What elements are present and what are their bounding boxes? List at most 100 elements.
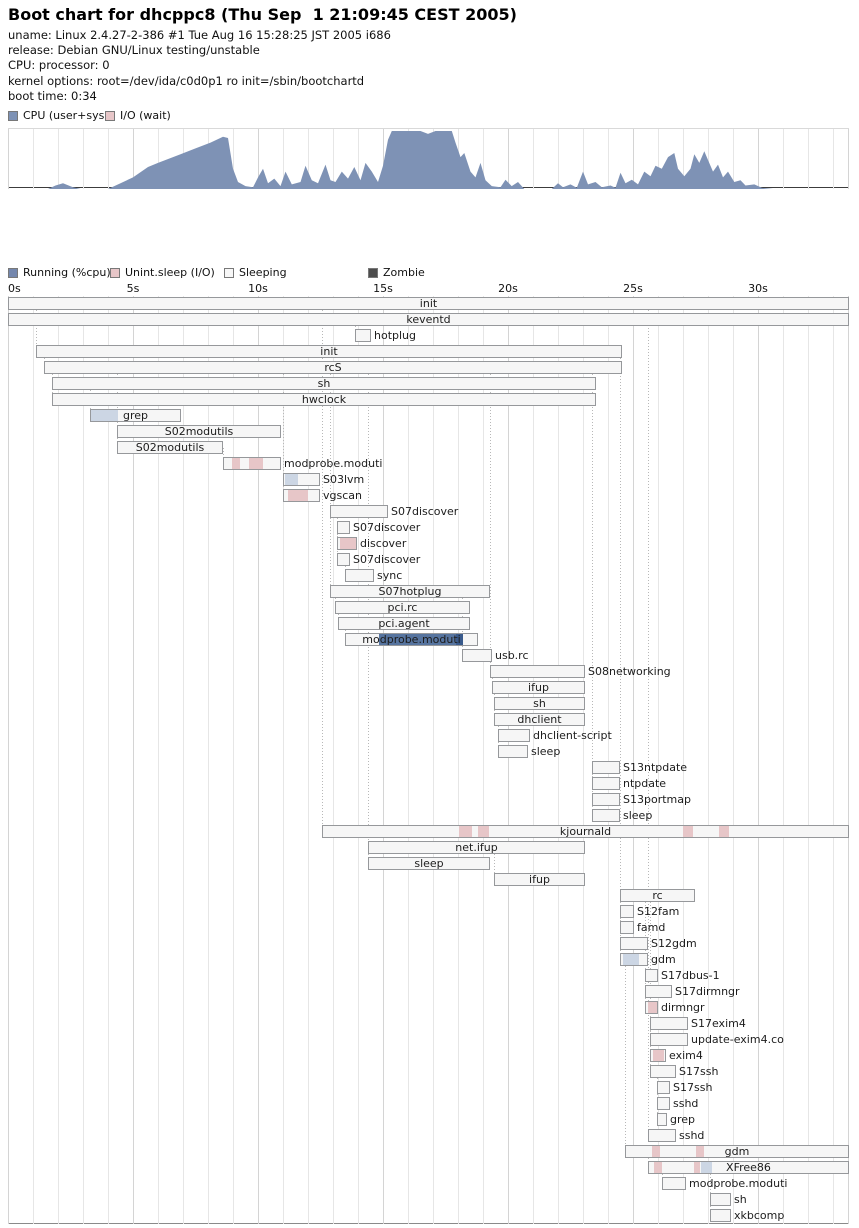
process-bar-segment xyxy=(459,826,472,838)
process-row: modprobe.moduti xyxy=(8,632,849,648)
process-label: S02modutils xyxy=(164,425,234,439)
process-bar xyxy=(650,1033,688,1047)
system-info-line: CPU: processor: 0 xyxy=(8,58,110,73)
process-row: grep xyxy=(8,1112,849,1128)
system-info-line: kernel options: root=/dev/ida/c0d0p1 ro … xyxy=(8,73,365,88)
process-label: dhclient-script xyxy=(533,729,612,743)
process-row: S03lvm xyxy=(8,472,849,488)
process-row: S17ssh xyxy=(8,1064,849,1080)
legend-item: Unint.sleep (I/O) xyxy=(110,266,215,279)
gantt-grid-svg xyxy=(8,296,849,1225)
process-bar xyxy=(338,617,470,631)
page-title: Boot chart for dhcppc8 (Thu Sep 1 21:09:… xyxy=(8,5,517,24)
process-bar-segment xyxy=(694,1162,700,1174)
process-label: vgscan xyxy=(323,489,362,503)
process-row: xkbcomp xyxy=(8,1208,849,1224)
process-label: rc xyxy=(652,889,663,903)
axis-tick-label: 15s xyxy=(373,282,393,296)
legend-item: Sleeping xyxy=(224,266,287,279)
process-bar xyxy=(330,585,490,599)
process-label: S17dirmngr xyxy=(675,985,740,999)
axis-tick-label: 0s xyxy=(8,282,21,296)
process-label: hotplug xyxy=(374,329,417,343)
process-label: update-exim4.co xyxy=(691,1033,784,1047)
process-row: init xyxy=(8,296,849,312)
process-row: ifup xyxy=(8,872,849,888)
process-label: xkbcomp xyxy=(734,1209,785,1223)
process-bar xyxy=(90,409,181,423)
process-bar xyxy=(337,521,350,535)
process-label: gdm xyxy=(724,1145,750,1159)
process-bar xyxy=(283,489,320,503)
process-row: dirmngr xyxy=(8,1000,849,1016)
process-bar-segment xyxy=(249,458,263,470)
process-bar-segment xyxy=(648,1002,657,1014)
process-bar xyxy=(625,1145,849,1159)
process-row: S12gdm xyxy=(8,936,849,952)
process-bar xyxy=(650,1065,676,1079)
process-row: XFree86 xyxy=(8,1160,849,1176)
process-bar xyxy=(645,969,658,983)
process-bar xyxy=(345,569,374,583)
process-bar xyxy=(657,1113,667,1127)
process-bar xyxy=(650,1017,688,1031)
cpu-area-svg xyxy=(8,129,849,190)
process-label: sync xyxy=(377,569,403,583)
process-bar xyxy=(620,905,634,919)
process-row: S13portmap xyxy=(8,792,849,808)
process-row: modprobe.moduti xyxy=(8,456,849,472)
process-bar-segment xyxy=(285,474,298,486)
process-label: famd xyxy=(637,921,666,935)
process-row: ifup xyxy=(8,680,849,696)
process-row: gdm xyxy=(8,952,849,968)
process-bar xyxy=(52,393,596,407)
system-info-line: boot time: 0:34 xyxy=(8,88,97,103)
process-bar-segment xyxy=(340,538,356,550)
process-row: update-exim4.co xyxy=(8,1032,849,1048)
process-bar xyxy=(52,377,596,391)
process-row: S07discover xyxy=(8,520,849,536)
process-label: S12gdm xyxy=(651,937,697,951)
process-bar xyxy=(620,921,634,935)
axis-tick-label: 10s xyxy=(248,282,268,296)
process-bar xyxy=(498,729,530,743)
process-bar xyxy=(117,425,281,439)
process-label: modprobe.moduti xyxy=(284,457,383,471)
process-bar xyxy=(648,1161,849,1175)
process-label: init xyxy=(419,297,438,311)
process-bar xyxy=(490,665,585,679)
process-bar xyxy=(368,857,490,871)
process-bar xyxy=(657,1097,670,1111)
process-bar-segment xyxy=(719,826,729,838)
process-bar xyxy=(283,473,320,487)
process-bar xyxy=(462,649,492,663)
process-row: hotplug xyxy=(8,328,849,344)
legend-item: CPU (user+sys) xyxy=(8,109,109,122)
process-label: S17exim4 xyxy=(691,1017,746,1031)
legend-item: Running (%cpu) xyxy=(8,266,111,279)
process-row: sh xyxy=(8,1192,849,1208)
process-row: S07discover xyxy=(8,552,849,568)
process-row: sshd xyxy=(8,1128,849,1144)
process-row: discover xyxy=(8,536,849,552)
process-row: S07discover xyxy=(8,504,849,520)
cpu-legend: CPU (user+sys)I/O (wait) xyxy=(8,109,859,123)
legend-swatch xyxy=(224,267,234,278)
process-bar-segment xyxy=(654,1162,662,1174)
process-row: pci.rc xyxy=(8,600,849,616)
process-bar-segment xyxy=(652,1146,660,1158)
process-row: sleep xyxy=(8,856,849,872)
process-bar xyxy=(8,297,849,311)
process-row: kjournald xyxy=(8,824,849,840)
process-bar-segment xyxy=(701,1162,712,1174)
process-label: ifup xyxy=(529,873,550,887)
process-bar xyxy=(620,937,648,951)
process-bar-segment xyxy=(456,634,463,646)
legend-swatch xyxy=(368,267,378,278)
process-bar xyxy=(330,505,388,519)
process-label: init xyxy=(320,345,338,359)
process-label: grep xyxy=(670,1113,696,1127)
process-row: S17dbus-1 xyxy=(8,968,849,984)
